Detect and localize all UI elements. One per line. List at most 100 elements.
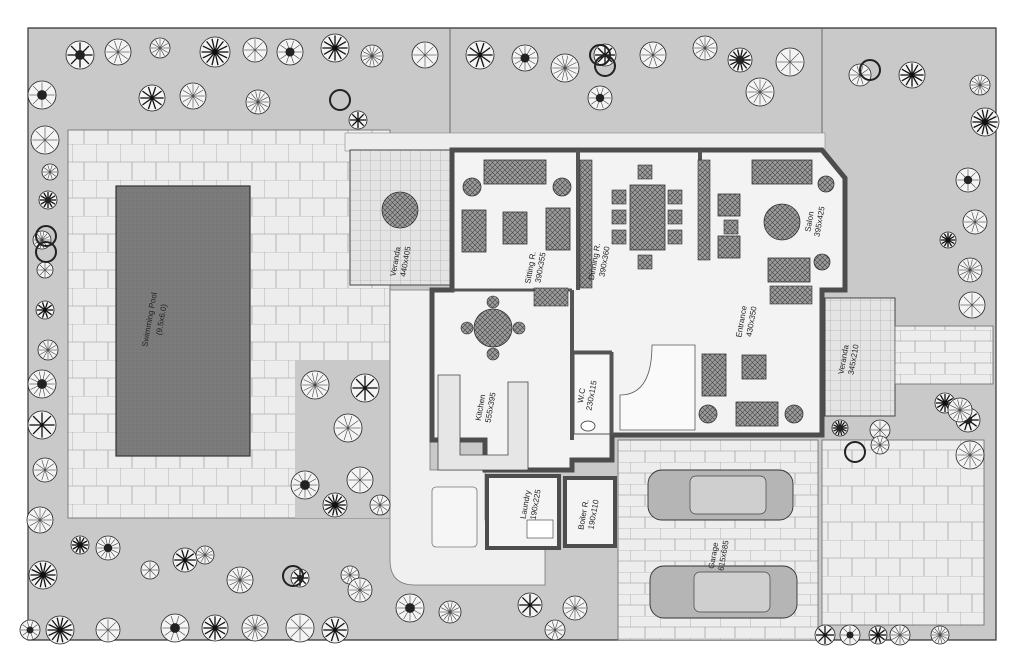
tree-symbol <box>199 36 231 68</box>
sitting-room: Sitting R. 390x355 <box>461 159 572 284</box>
entrance-hall: Entrance 430x350 <box>533 285 813 431</box>
planter-ring <box>282 565 304 587</box>
tree-symbol <box>970 107 1000 137</box>
laundry-room: Laundry 190x225 <box>485 474 561 550</box>
tree-symbol <box>814 624 836 646</box>
landscape-trees <box>19 33 1000 646</box>
tree-symbol <box>360 44 384 68</box>
planter-ring <box>859 59 881 81</box>
tree-symbol <box>276 38 304 66</box>
tree-symbol <box>639 41 667 69</box>
planter-ring <box>844 441 866 463</box>
tree-symbol <box>562 595 588 621</box>
tree-symbol <box>242 37 268 63</box>
tree-symbol <box>140 560 160 580</box>
wc-room: W.C 230x115 <box>573 353 611 435</box>
tree-symbol <box>322 492 348 518</box>
tree-symbol <box>411 41 439 69</box>
tree-symbol <box>962 209 988 235</box>
tree-symbol <box>395 593 425 623</box>
tree-symbol <box>290 470 320 500</box>
planter-ring <box>35 241 57 263</box>
tree-symbol <box>350 373 380 403</box>
tree-symbol <box>70 535 90 555</box>
tree-symbol <box>889 624 911 646</box>
tree-symbol <box>868 625 888 645</box>
tree-symbol <box>95 617 121 643</box>
tree-symbol <box>939 231 957 249</box>
tree-symbol <box>41 163 59 181</box>
walkway <box>344 132 826 586</box>
tree-symbol <box>955 440 985 470</box>
tree-symbol <box>285 613 315 643</box>
tree-symbol <box>947 397 973 423</box>
tree-symbol <box>300 370 330 400</box>
tree-symbol <box>958 291 986 319</box>
tree-symbol <box>32 230 52 250</box>
tree-symbol <box>241 614 269 642</box>
tree-symbol <box>30 125 60 155</box>
tree-symbol <box>831 419 849 437</box>
house-floor <box>429 147 848 473</box>
planter-ring <box>594 55 616 77</box>
planter-ring <box>589 44 611 66</box>
tree-symbol <box>28 560 58 590</box>
car-bottom <box>649 565 798 619</box>
tree-symbol <box>172 547 198 573</box>
tree-symbol <box>692 35 718 61</box>
car-top <box>647 469 794 521</box>
tree-symbol <box>544 619 566 641</box>
tree-symbol <box>160 613 190 643</box>
tree-symbol <box>438 600 462 624</box>
tree-symbol <box>333 413 363 443</box>
tree-symbol <box>104 38 132 66</box>
tree-symbol <box>38 190 58 210</box>
wc-name-label: W.C <box>576 387 588 404</box>
tree-symbol <box>138 84 166 112</box>
tree-symbol <box>839 624 861 646</box>
tree-symbol <box>955 167 981 193</box>
tree-symbol <box>45 615 75 645</box>
salon-room: Salon 395x425 <box>697 159 835 283</box>
tree-symbol <box>27 369 57 399</box>
tree-symbol <box>745 77 775 107</box>
tree-symbol <box>245 89 271 115</box>
tree-symbol <box>27 410 57 440</box>
tree-symbol <box>320 33 350 63</box>
tree-symbol <box>35 300 55 320</box>
tree-symbol <box>149 37 171 59</box>
tree-symbol <box>32 457 58 483</box>
tree-symbol <box>95 535 121 561</box>
planter-ring <box>35 225 57 247</box>
tree-symbol <box>26 506 54 534</box>
tree-symbol <box>37 339 59 361</box>
veranda-right: Veranda 345x210 <box>824 297 994 417</box>
tree-symbol <box>587 85 613 111</box>
swimming-pool: Swimming Pool (9.5x6.0) <box>115 185 251 457</box>
tree-symbol <box>195 545 215 565</box>
tree-symbol <box>346 466 374 494</box>
tree-symbol <box>65 40 95 70</box>
tree-symbol <box>179 82 207 110</box>
tree-symbol <box>517 592 543 618</box>
tree-symbol <box>870 435 890 455</box>
tree-symbol <box>550 53 580 83</box>
tree-symbol <box>969 74 991 96</box>
tree-symbol <box>727 47 753 73</box>
tree-symbol <box>201 614 229 642</box>
boiler-room: Boiler R. 190x110 <box>563 476 617 548</box>
planter-ring <box>329 89 351 111</box>
tree-symbol <box>27 80 57 110</box>
tree-symbol <box>898 61 926 89</box>
veranda-left: Veranda 440x405 <box>349 149 451 286</box>
tree-symbol <box>775 47 805 77</box>
tree-symbol <box>930 625 950 645</box>
tree-symbol <box>465 40 495 70</box>
salon-name-label: Salon <box>803 211 815 233</box>
tree-symbol <box>369 494 391 516</box>
tree-symbol <box>36 261 54 279</box>
tree-symbol <box>321 616 349 644</box>
tree-symbol <box>226 566 254 594</box>
tree-symbol <box>957 257 983 283</box>
